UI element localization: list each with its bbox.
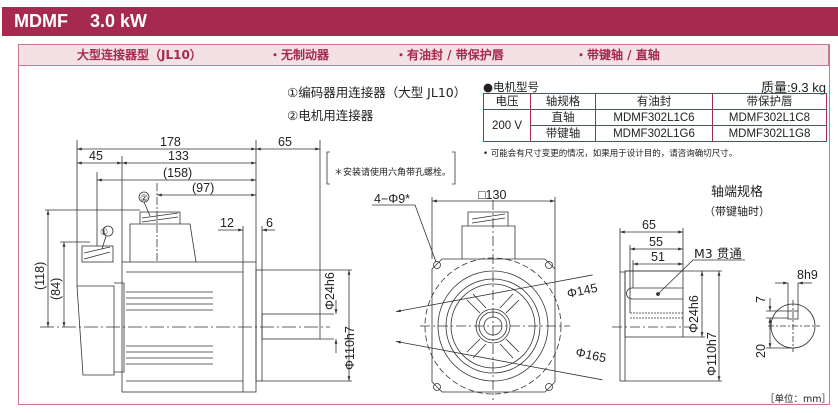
table-row: 200 V 直轴 MDMF302L1C6 MDMF302L1C8 <box>483 109 827 142</box>
marker-2: ② <box>140 193 148 203</box>
dim-height-118: (118) <box>33 262 47 290</box>
dim-key-width: 8h9 <box>797 268 818 282</box>
note-bracket <box>326 151 456 185</box>
variant-connector: 大型连接器型（JL10） <box>77 48 202 62</box>
dim-55: 55 <box>649 235 663 249</box>
variant-seal: ・有油封 / 带保护唇 <box>395 48 504 62</box>
dim-key-depth: 20 <box>754 344 768 358</box>
front-view <box>372 197 603 400</box>
rear-cover <box>76 282 125 376</box>
tap-label: M3 贯通 <box>694 246 742 261</box>
drawing-panel <box>18 44 830 405</box>
dim-key-height: 7 <box>754 296 768 303</box>
dim-51: 51 <box>651 250 665 264</box>
motor-connector <box>129 211 197 263</box>
dim-shaft-dia: Φ24h6 <box>687 295 701 333</box>
dim-height-84: (84) <box>49 278 63 300</box>
shaft-end-view <box>612 228 820 382</box>
shaft-body <box>624 270 684 338</box>
dim-square: □130 <box>478 188 506 202</box>
dim-shaft-length: 65 <box>278 135 292 149</box>
flange <box>255 269 263 382</box>
dim-65: 65 <box>642 218 656 232</box>
shaft-end-subtitle: （带键轴时） <box>704 205 770 218</box>
dim-rear: 45 <box>89 149 103 163</box>
legend-motor-connector: ②电机用连接器 <box>287 108 374 123</box>
key <box>787 310 799 320</box>
mount-holes <box>433 261 553 391</box>
variant-shaft: ・带键轴 / 直轴 <box>575 48 660 62</box>
dim-6: 6 <box>266 216 273 230</box>
variant-brake: ・无制动器 <box>269 48 330 62</box>
shaft <box>261 313 321 340</box>
dim-spigot-dia: Φ110h7 <box>343 326 357 370</box>
power-rating: 3.0 kW <box>90 11 148 31</box>
dim-holes: 4−Φ9* <box>374 192 410 206</box>
model-name: MDMF <box>14 11 68 31</box>
encoder-connector <box>81 245 114 263</box>
dim-shaft-dia: Φ24h6 <box>323 272 337 310</box>
dim-pcd: Φ145 <box>566 281 599 301</box>
legend-encoder-connector: ①编码器用连接器（大型 JL10） <box>287 85 467 100</box>
model-table: 电压 轴规格 有油封 带保护唇 200 V 直轴 MDMF302L1C6 MDM… <box>483 93 827 142</box>
cooling-fins <box>126 262 244 392</box>
page-header: MDMF 3.0 kW <box>2 7 838 36</box>
spec-note: • 可能会有尺寸变更的情况，如果用于设计目的，请咨询确切尺寸。 <box>483 149 738 159</box>
dim-total: 178 <box>160 135 181 149</box>
side-view <box>40 140 352 393</box>
dim-12: 12 <box>220 216 234 230</box>
key-slot <box>626 287 683 300</box>
unit-label: ［单位：mm］ <box>765 394 832 405</box>
flange-square <box>431 258 556 393</box>
weight: 质量:9.3 kg <box>760 80 826 95</box>
dim-motor-pos: (97) <box>192 181 214 195</box>
bolt-note: ＊安装请使用六角带孔螺栓。 <box>334 168 452 178</box>
shaft-end-title: 轴端规格 <box>711 185 764 200</box>
dim-spigot-dia: Φ110h7 <box>705 332 719 376</box>
connector <box>461 211 516 259</box>
dim-outer: Φ165 <box>574 345 607 365</box>
dim-encoder-pos: (158) <box>163 166 192 180</box>
spec-title: ●电机型号 <box>483 80 540 94</box>
cell-model: MDMF302L1G6 <box>595 125 713 142</box>
variant-bar: 大型连接器型（JL10） ・无制动器 ・有油封 / 带保护唇 ・带键轴 / 直轴 <box>18 44 829 66</box>
marker-1: ① <box>100 227 108 237</box>
cell-voltage: 200 V <box>483 109 531 142</box>
dim-body: 133 <box>168 149 189 163</box>
header-oil-seal: 有油封 <box>595 93 713 110</box>
cell-model: MDMF302L1G8 <box>712 125 827 142</box>
table-row: 带键轴 MDMF302L1G6 MDMF302L1G8 <box>484 125 827 142</box>
cell-shaft: 带键轴 <box>530 125 596 142</box>
